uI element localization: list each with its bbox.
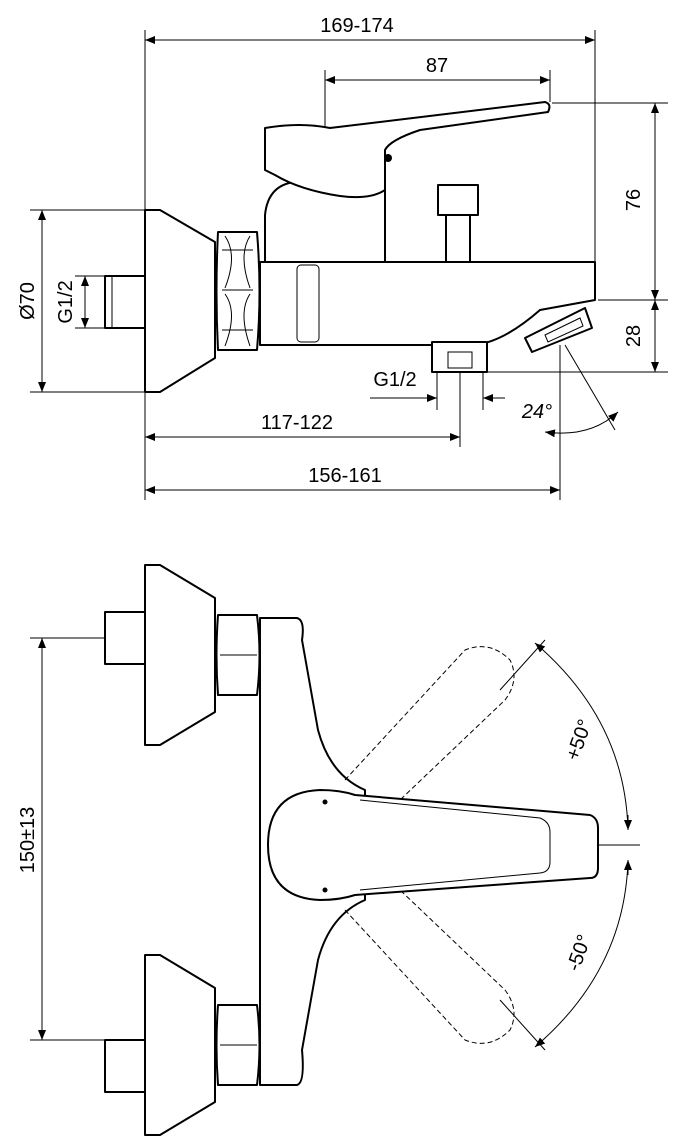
- dim-inlet-thread: G1/2: [55, 280, 77, 323]
- lower-inlet-stub: [104, 1039, 146, 1093]
- dim-lever-height: 76: [623, 189, 645, 211]
- dim-spout-distance: 156-161: [308, 465, 381, 487]
- lever-top: [267, 789, 599, 901]
- shower-outlet: [431, 341, 488, 373]
- dim-flange-diameter: Ø70: [17, 282, 39, 320]
- dim-rotation-plus: +50°: [562, 716, 597, 763]
- lower-flange: [144, 954, 216, 1136]
- dim-lever-length: 87: [426, 55, 448, 77]
- dim-outlet-distance: 117-122: [261, 412, 333, 434]
- upper-inlet-stub: [104, 611, 146, 665]
- dim-outlet-thread: G1/2: [373, 369, 416, 391]
- diverter-knob: [437, 184, 479, 216]
- lever-rotated-positions: [344, 646, 515, 1044]
- top-view: 150±13 +50° -50°: [17, 564, 640, 1136]
- dim-overall-length: 169-174: [320, 15, 393, 37]
- side-view: 169-174 87 76 28 Ø70 G1/2 G1/2 24° 117-1…: [17, 15, 668, 500]
- upper-flange: [144, 564, 216, 746]
- dim-rotation-minus: -50°: [563, 932, 596, 974]
- spout-outlet: [524, 307, 593, 353]
- wall-flange: [144, 209, 216, 393]
- lever-handle: [264, 101, 551, 199]
- inlet-stub: [104, 275, 146, 329]
- dim-spout-height: 28: [623, 325, 645, 347]
- dim-spout-angle: 24°: [521, 401, 552, 423]
- dim-inlet-spacing: 150±13: [17, 807, 39, 874]
- connection-nut: [215, 231, 261, 351]
